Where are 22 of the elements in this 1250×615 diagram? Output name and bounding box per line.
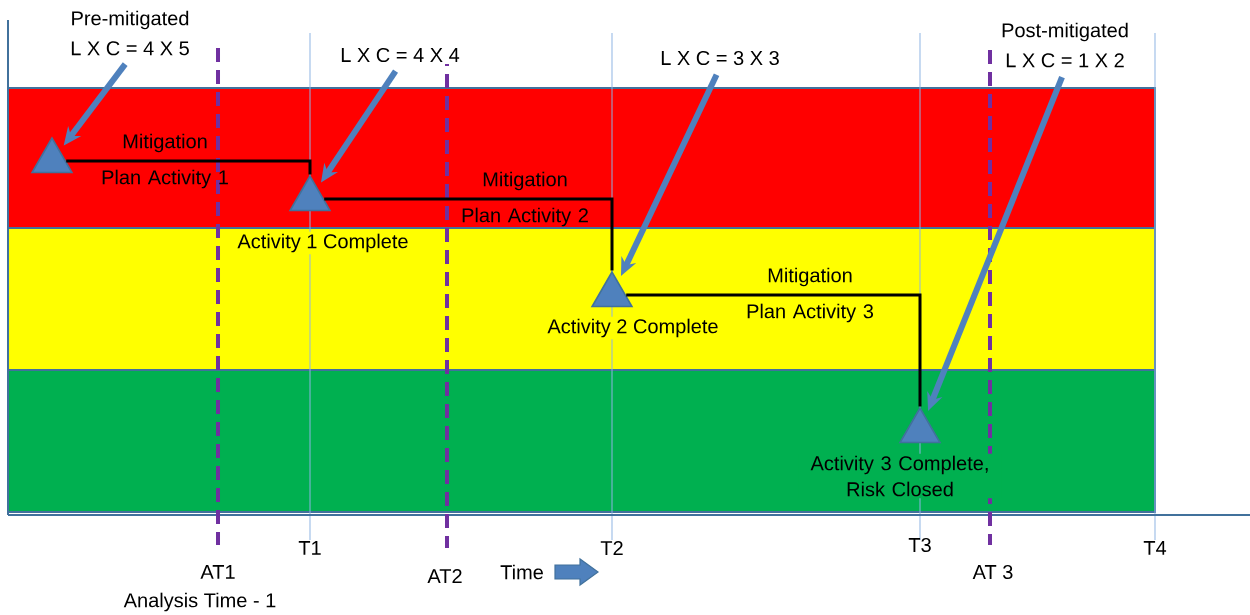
node-caption: Activity 1 Complete <box>235 231 411 255</box>
callout-text: Post-mitigated L X C = 1 X 2 <box>999 20 1131 70</box>
axis-title: Time <box>500 564 543 580</box>
annotation: Analysis Time - 1 <box>123 592 276 612</box>
axis-label: AT2 <box>427 569 462 583</box>
node-caption: Activity 2 Complete <box>545 316 721 340</box>
edge-label: Mitigation Plan Activity 3 <box>747 267 873 323</box>
axis-label: AT1 <box>200 565 235 579</box>
axis-label: AT 3 <box>972 564 1013 580</box>
step-line <box>626 293 922 407</box>
callout-text: L X C = 3 X 3 <box>658 48 782 68</box>
edge-label: Mitigation Plan Activity 1 <box>102 133 228 189</box>
axis-label: T2 <box>600 541 623 555</box>
node-caption: Activity 3 Complete, Risk Closed <box>798 453 1002 499</box>
axis-label: T3 <box>908 537 931 553</box>
step-line <box>66 159 312 175</box>
callout-text: Pre-mitigated L X C = 4 X 5 <box>68 8 192 58</box>
callout-text: L X C = 4 X 4 <box>338 45 462 65</box>
step-line <box>324 197 614 271</box>
edge-label: Mitigation Plan Activity 2 <box>462 171 588 227</box>
axis-label: T4 <box>1143 541 1167 555</box>
axis-label: T1 <box>298 541 321 555</box>
